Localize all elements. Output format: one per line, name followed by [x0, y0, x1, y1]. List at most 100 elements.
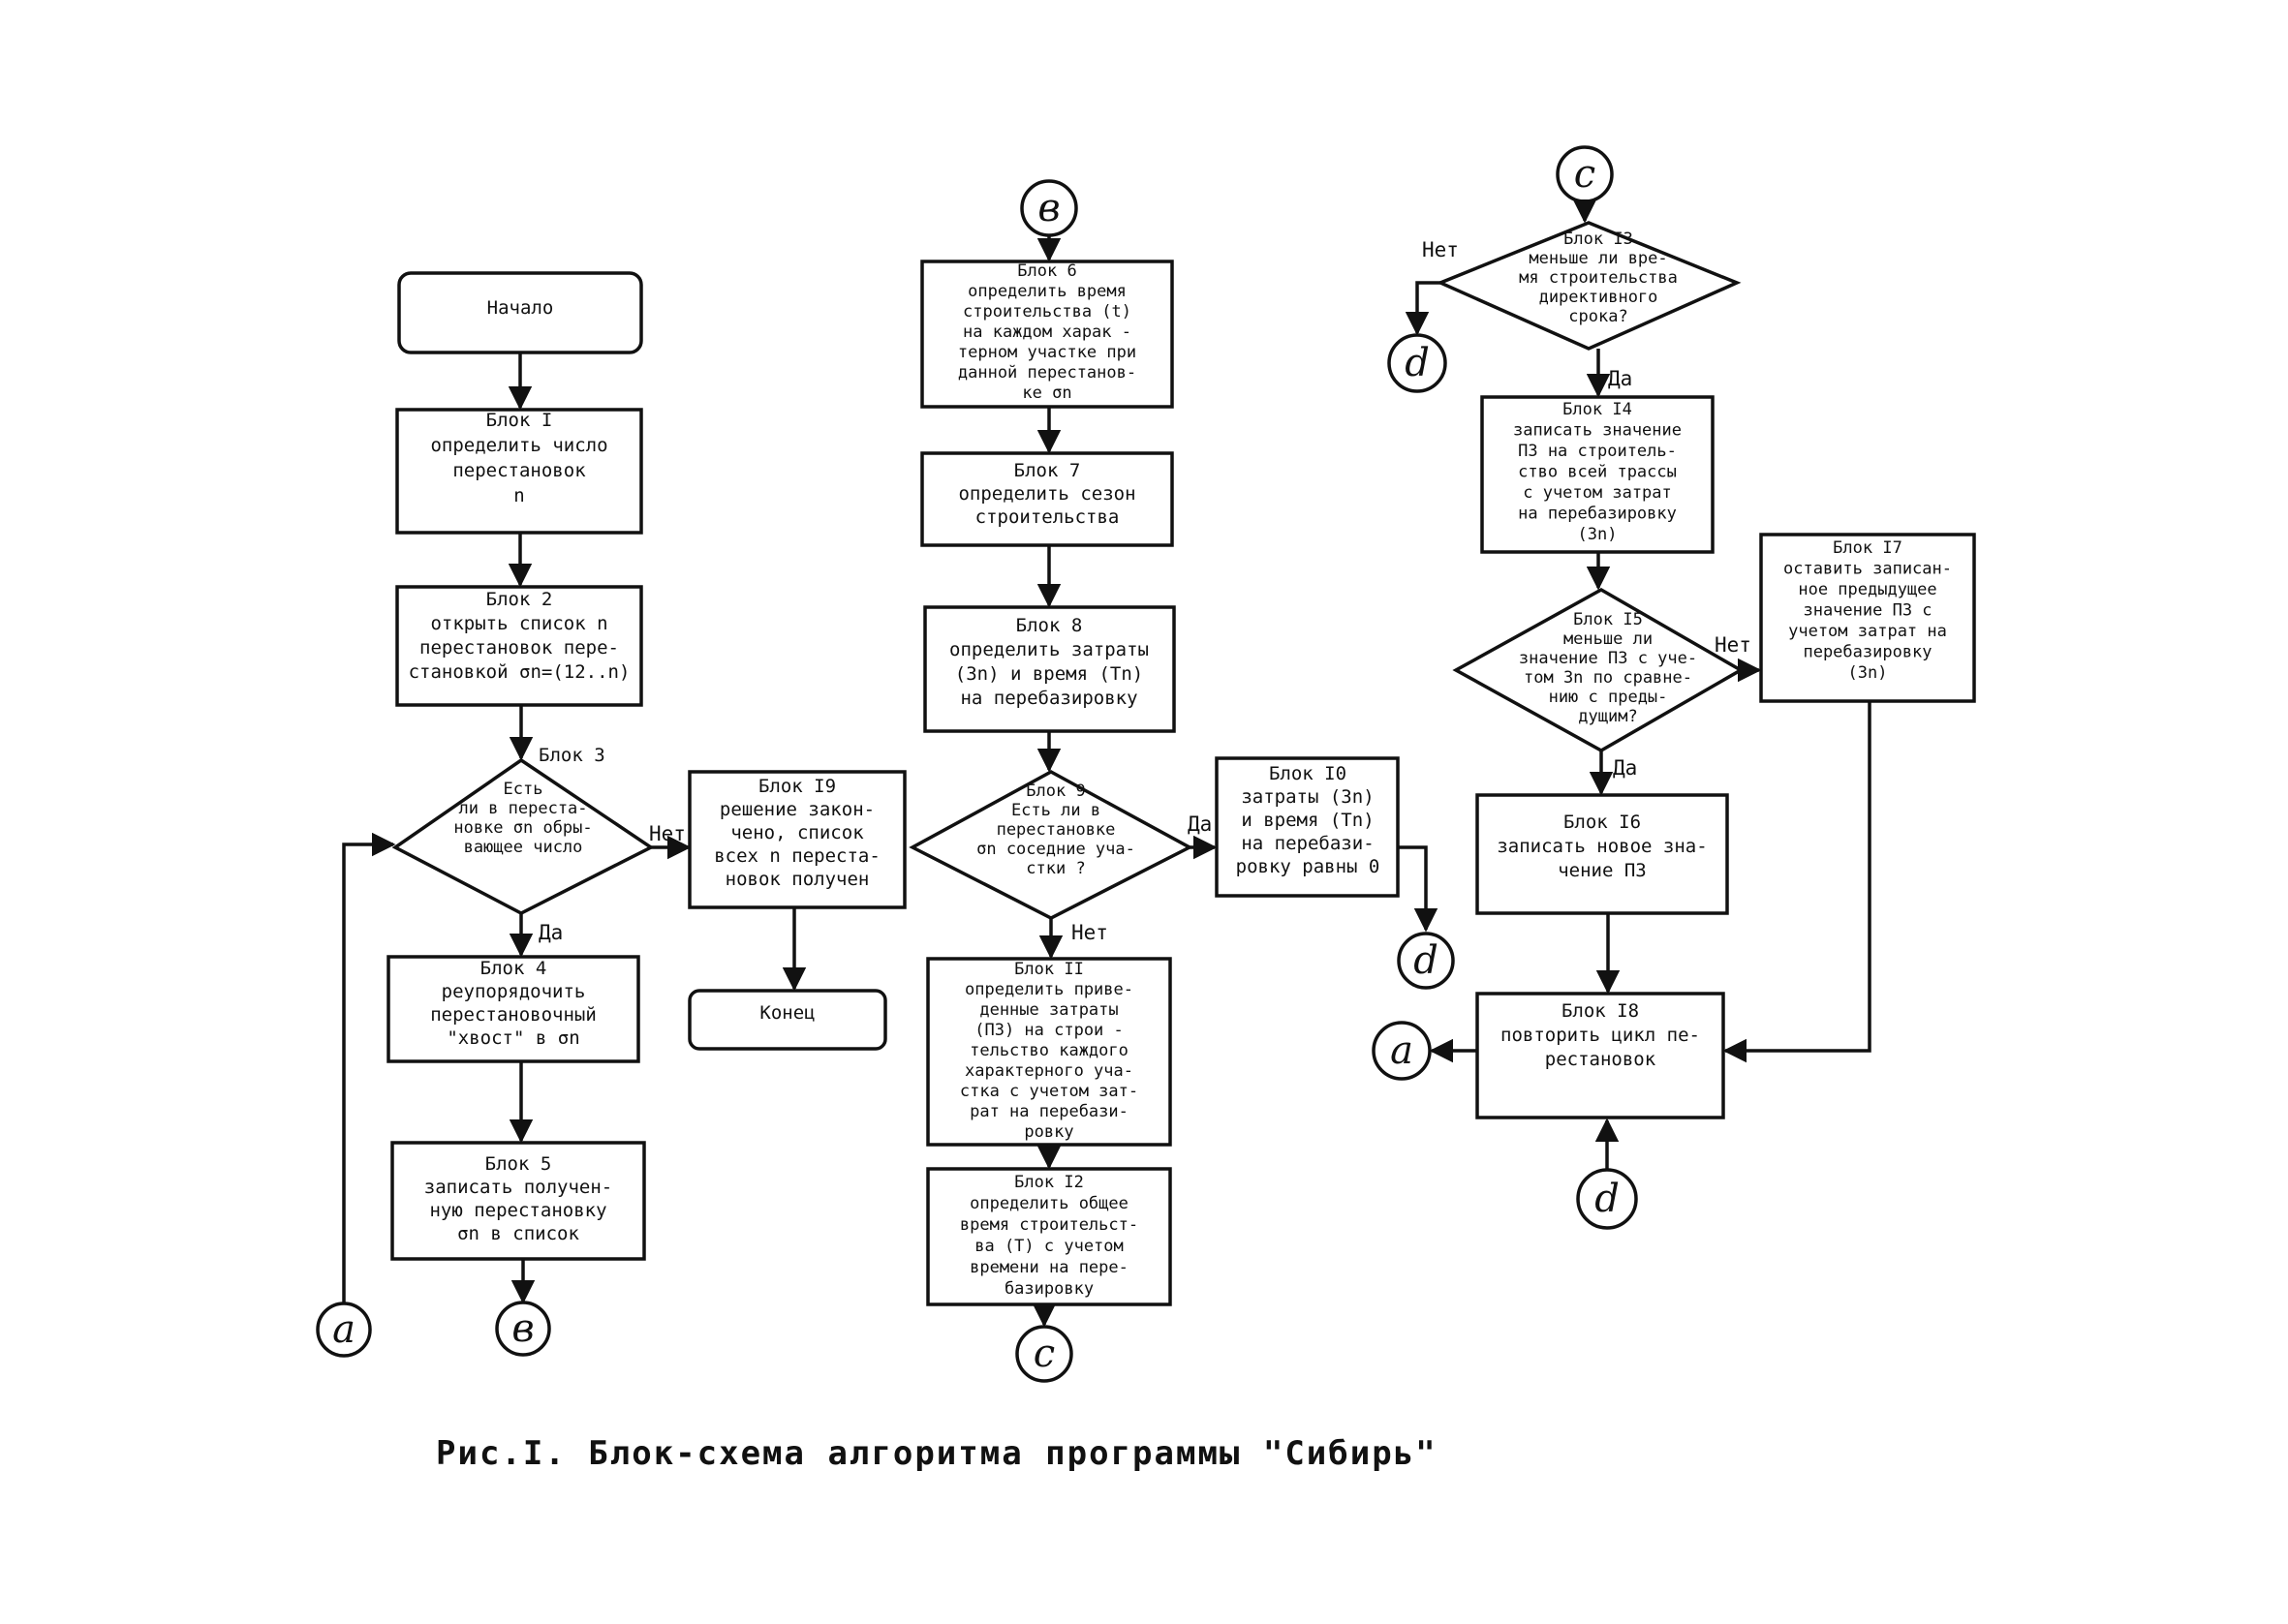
block-4	[386, 955, 640, 1063]
connector-a-left-label: a	[332, 1307, 356, 1352]
block-12	[926, 1167, 1172, 1306]
text-line: характерного уча-	[965, 1061, 1133, 1081]
text-line: на перебазировку	[960, 688, 1137, 709]
no-label-b15: Нет	[1715, 633, 1751, 657]
text-line: Блок 5	[485, 1153, 552, 1175]
text-line: учетом затрат на	[1788, 622, 1947, 641]
text-line: Начало	[487, 297, 554, 319]
text-line: срока?	[1568, 307, 1627, 326]
arrow-b13-connector-d	[1405, 281, 1440, 336]
text-line: Блок I5	[1573, 610, 1643, 629]
text-line: Блок I6	[1563, 812, 1641, 833]
text-line: ную перестановку	[429, 1200, 606, 1221]
text-line: терном участке при	[958, 343, 1136, 362]
text-line: ва (T) с учетом	[974, 1237, 1124, 1256]
block-17	[1759, 533, 1976, 703]
text-line: определить общее	[970, 1194, 1129, 1213]
text-line: вающее число	[464, 838, 583, 857]
text-line: новок получен	[726, 869, 870, 890]
text-line: оставить записан-	[1783, 560, 1952, 579]
text-line: перестановочный	[430, 1004, 597, 1026]
arrow-connector-a-b3	[342, 832, 396, 1303]
connector-d-left-label: d	[1405, 341, 1430, 385]
text-line: перестановок	[452, 460, 586, 481]
text-line: Блок I7	[1833, 538, 1902, 558]
text-line: перестановок пере-	[419, 637, 619, 659]
connector-a-right	[1372, 1021, 1432, 1081]
connector-d-bottom	[1576, 1168, 1638, 1230]
text-line: ке σn	[1022, 383, 1071, 403]
text-line: ство всей трассы	[1518, 463, 1677, 482]
text-line: значение ПЗ с	[1803, 601, 1932, 621]
text-line: Блок I2	[1014, 1173, 1084, 1192]
block-3-title: Блок 3	[539, 745, 605, 766]
text-line: стка с учетом зат-	[960, 1082, 1138, 1101]
text-line: Блок 8	[1016, 615, 1083, 636]
text-line: n	[513, 485, 524, 506]
block-7	[920, 451, 1174, 547]
text-line: дущим?	[1578, 707, 1637, 726]
connector-d-mid-label: d	[1413, 938, 1438, 983]
arrow-b17-b18	[1722, 701, 1871, 1063]
connector-a-left	[316, 1302, 372, 1358]
text-line: записать новое зна-	[1497, 836, 1707, 857]
text-line: реупорядочить	[442, 981, 586, 1002]
text-line: тельство каждого	[970, 1041, 1129, 1060]
connector-c-bottom	[1015, 1325, 1073, 1383]
text-line: ровку равны 0	[1236, 856, 1380, 877]
yes-label-b13: Да	[1608, 367, 1632, 390]
block-18	[1475, 992, 1725, 1119]
text-line: Блок I3	[1563, 230, 1633, 249]
text-line: записать получен-	[424, 1177, 612, 1198]
text-line: повторить цикл пе-	[1500, 1025, 1700, 1046]
yes-label-b3: Да	[539, 921, 563, 944]
block-1	[395, 408, 643, 535]
text-line: Есть ли в	[1011, 801, 1100, 820]
text-line: "хвост" в σn	[447, 1027, 579, 1049]
text-line: мя строительства	[1519, 268, 1678, 288]
end-terminal	[688, 989, 887, 1051]
connector-d-mid	[1397, 932, 1455, 990]
text-line: меньше ли вре-	[1529, 249, 1667, 268]
text-line: на перебазировку	[1518, 505, 1677, 524]
start-label: Начало	[487, 297, 554, 319]
figure-caption: Рис.I. Блок-схема алгоритма программы "С…	[436, 1434, 1438, 1473]
text-line: меньше ли	[1563, 629, 1653, 649]
text-line: (Зn) и время (Tn)	[955, 663, 1143, 685]
text-line: Блок I8	[1561, 1000, 1639, 1022]
text-line: строительства	[975, 506, 1120, 528]
text-line: Блок II	[1014, 960, 1084, 979]
text-line: директивного	[1539, 288, 1658, 307]
text-line: стки ?	[1026, 859, 1085, 878]
text-line: (Зn)	[1578, 525, 1618, 544]
text-line: Блок 6	[1017, 261, 1076, 281]
text-line: на каждом харак -	[963, 322, 1131, 342]
connector-c-top-label: c	[1574, 152, 1595, 197]
text-line: записать значение	[1513, 421, 1682, 441]
text-line: σn в список	[457, 1223, 579, 1244]
text-line: Блок I	[486, 410, 553, 431]
arrow-b10-connector-d	[1398, 845, 1438, 933]
text-line: затраты (Зn)	[1241, 786, 1374, 808]
text-line: решение закон-	[720, 799, 875, 820]
block-8	[923, 605, 1176, 733]
no-label-b9: Нет	[1071, 921, 1108, 944]
text-line: новке σn обры-	[453, 818, 592, 838]
block-5	[390, 1141, 646, 1261]
text-line: рестановок	[1545, 1049, 1656, 1070]
text-line: времени на пере-	[970, 1258, 1129, 1277]
text-line: Блок 7	[1014, 460, 1081, 481]
